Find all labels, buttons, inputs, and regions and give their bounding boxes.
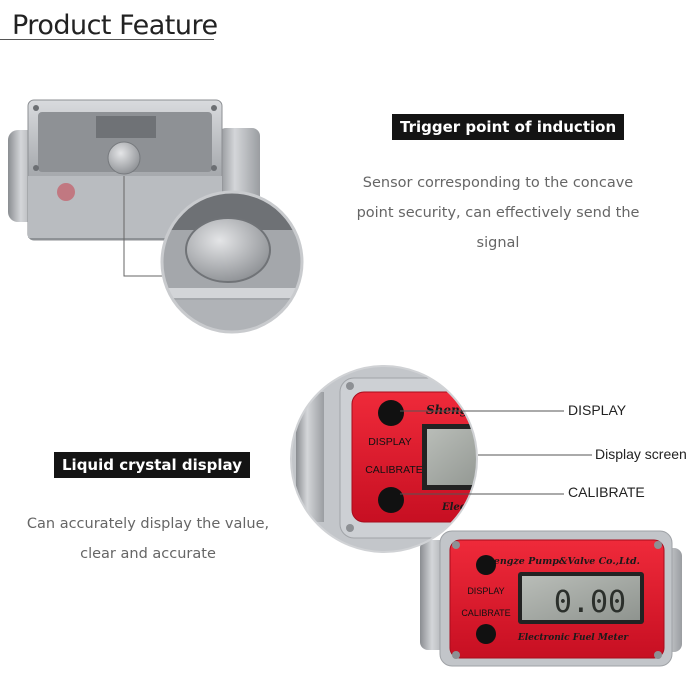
lcd-description: Can accurately display the value, clear … [22, 509, 274, 569]
meter-display-label: DISPLAY [467, 586, 504, 596]
description-line: Sensor corresponding to the concave [362, 175, 634, 191]
meter-brand: Shengze Pump&Valve Co.,Ltd. [480, 556, 640, 567]
zoom-meter-brand: Shengze [426, 403, 483, 417]
zoom-meter-footer: Electr [441, 502, 476, 513]
fuel-meter-main: Shengze Pump&Valve Co.,Ltd. 0.00 DISPLAY… [420, 530, 682, 667]
callout-calibrate-label: CALIBRATE [568, 484, 645, 500]
sensor-housing [8, 99, 260, 241]
description-line: signal [476, 235, 520, 251]
meter-calibrate-label: CALIBRATE [461, 608, 510, 618]
trigger-point-tag: Trigger point of induction [392, 114, 625, 140]
zoom-circle-meter: Shengze DISPLAY CALIBRATE Electr [291, 366, 483, 552]
description-line: point security, can effectively send the [356, 205, 640, 221]
description-line: Can accurately display the value, [26, 516, 270, 532]
callout-display-label: DISPLAY [568, 402, 627, 418]
meter-footer: Electronic Fuel Meter [517, 633, 630, 643]
lcd-readout: 0.00 [554, 585, 626, 620]
zoom-display-label: DISPLAY [368, 436, 412, 448]
zoom-calibrate-label: CALIBRATE [365, 464, 423, 476]
description-line: clear and accurate [80, 546, 216, 562]
callout-screen-label: Display screen [595, 446, 687, 462]
title-underline [0, 39, 214, 40]
zoom-leader-line [123, 176, 162, 277]
lcd-tag: Liquid crystal display [54, 452, 250, 478]
trigger-point-description: Sensor corresponding to the concave poin… [352, 168, 644, 258]
page-title: Product Feature [12, 10, 218, 41]
